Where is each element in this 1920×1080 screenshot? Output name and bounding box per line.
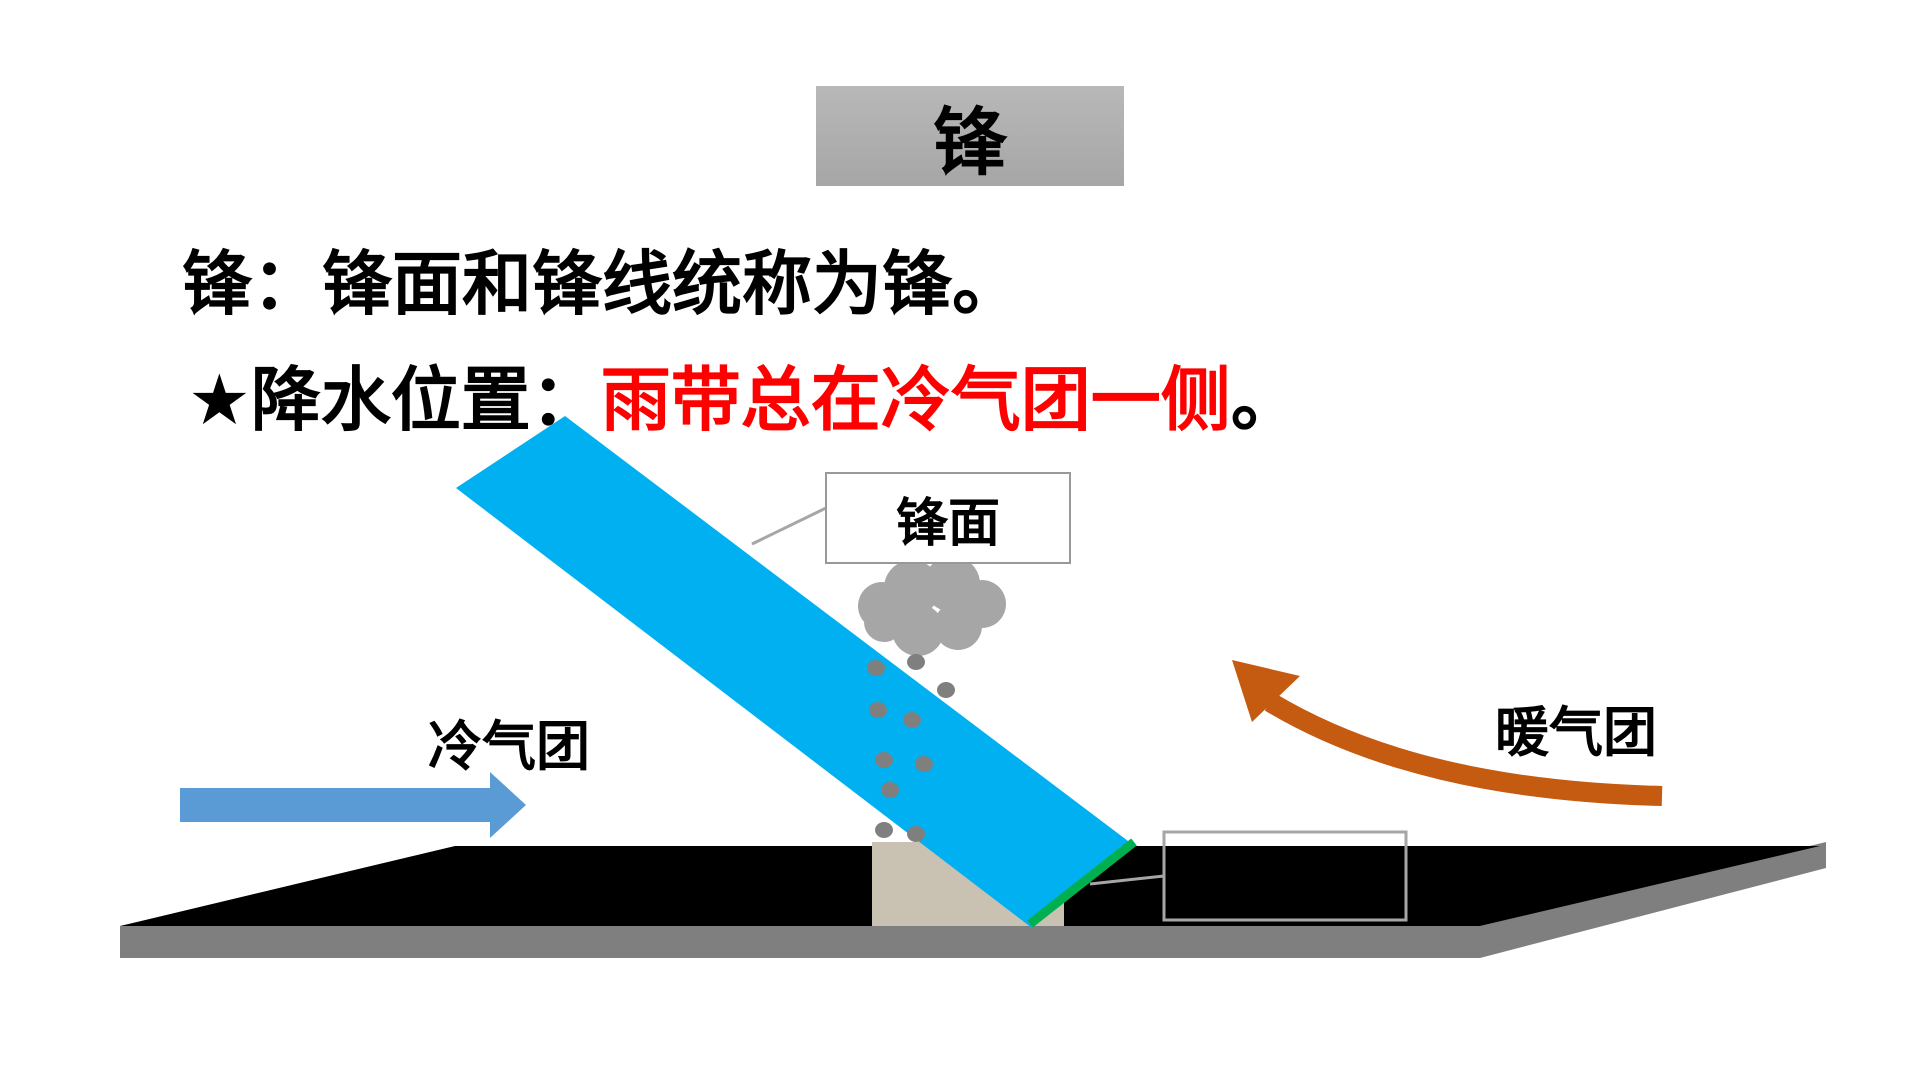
raindrop xyxy=(875,822,893,838)
raindrop xyxy=(915,756,933,772)
page-title: 锋 xyxy=(933,99,1007,186)
definition-text: 锋：锋面和锋线统称为锋。 xyxy=(182,243,1022,325)
front-line-leader xyxy=(1089,874,1165,886)
precipitation-prefix: ★降水位置： xyxy=(188,359,601,441)
title-box: 锋 xyxy=(816,86,1124,186)
raindrop xyxy=(907,654,925,670)
cold-air-label: 冷气团 xyxy=(428,715,590,778)
precipitation-suffix: 。 xyxy=(1230,359,1301,441)
cold-air-arrow xyxy=(180,772,526,838)
raindrop xyxy=(875,752,893,768)
front-line xyxy=(1027,838,1137,928)
cloud-icon xyxy=(858,556,1006,656)
warm-air-arrow xyxy=(1232,660,1663,806)
front-surface xyxy=(456,416,1132,928)
warm-air-label: 暖气团 xyxy=(1495,701,1657,764)
front-surface-leader xyxy=(751,506,827,546)
raindrop xyxy=(937,682,955,698)
raindrop xyxy=(869,702,887,718)
precipitation-highlight: 雨带总在冷气团一侧 xyxy=(600,359,1231,441)
raindrop xyxy=(907,826,925,842)
raindrop xyxy=(903,712,921,728)
front-surface-callout: 锋面 xyxy=(825,472,1071,564)
raindrop xyxy=(867,660,885,676)
precipitation-text: ★降水位置：雨带总在冷气团一侧。 xyxy=(188,344,1301,445)
ground-front-face xyxy=(120,926,1480,958)
ground-right-side xyxy=(1480,842,1826,958)
raindrops xyxy=(867,654,955,842)
raindrop xyxy=(881,782,899,798)
